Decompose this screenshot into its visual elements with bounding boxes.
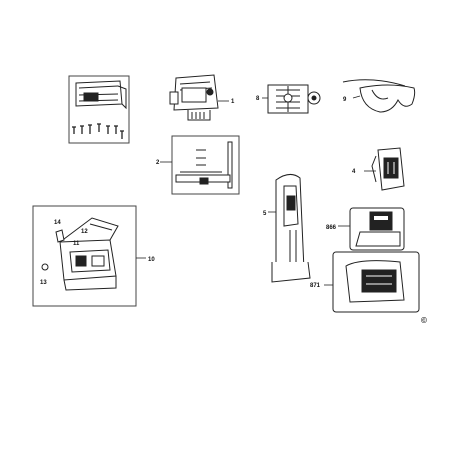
- part-1-laser-module: [169, 74, 229, 121]
- part-866-battery: [338, 207, 405, 251]
- case-drawing: [59, 217, 119, 291]
- part-871-charger: [324, 251, 420, 313]
- copyright-mark: ©: [421, 316, 427, 325]
- label-14: 14: [54, 220, 61, 226]
- laser-head-box: [68, 75, 130, 144]
- label-866: 866: [326, 225, 337, 231]
- part-9-glasses: [342, 79, 416, 113]
- part-8-target-plate: [262, 84, 321, 114]
- part-2-bracket-box: [160, 135, 240, 195]
- label-1: 1: [231, 99, 235, 105]
- label-9: 9: [343, 97, 347, 103]
- part-10-case-box: [32, 205, 146, 307]
- part-4-clip-holder: [364, 147, 405, 191]
- label-871: 871: [310, 283, 321, 289]
- label-2: 2: [156, 160, 160, 166]
- label-12: 12: [81, 229, 88, 235]
- laser-head-drawing: [75, 80, 127, 110]
- label-8: 8: [256, 96, 260, 102]
- screws-drawing: [72, 123, 124, 139]
- label-13: 13: [40, 280, 47, 286]
- label-10: 10: [148, 257, 155, 263]
- part-14-card: [55, 229, 65, 243]
- label-4: 4: [352, 169, 356, 175]
- label-5: 5: [263, 211, 267, 217]
- part-5-wall-mount: [268, 174, 311, 283]
- label-11: 11: [73, 241, 80, 247]
- part-13-washer: [41, 263, 49, 271]
